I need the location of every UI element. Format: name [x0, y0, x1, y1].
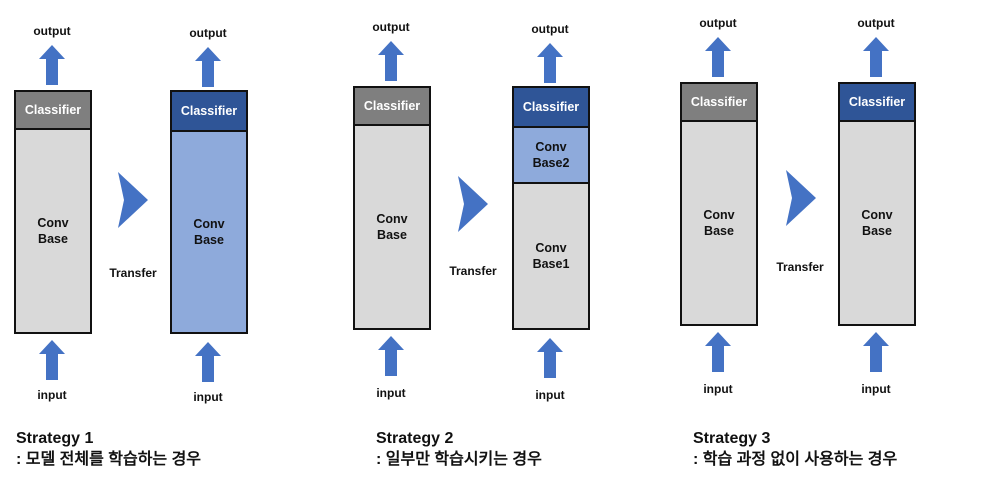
target-model: Classifier Conv Base	[170, 90, 248, 334]
input-label: input	[703, 382, 733, 396]
conv-base-block: Conv Base	[355, 126, 429, 328]
conv-base-block: Conv Base	[172, 132, 246, 332]
up-arrow-icon	[378, 336, 404, 376]
strategy-2-caption: Strategy 2 : 일부만 학습시키는 경우	[376, 428, 542, 470]
transfer-label: Transfer	[776, 260, 824, 274]
input-label: input	[37, 388, 67, 402]
output-label: output	[189, 26, 227, 40]
up-arrow-icon	[863, 37, 889, 77]
classifier-block: Classifier	[355, 88, 429, 126]
conv-base-block: Conv Base	[682, 122, 756, 324]
output-label: output	[699, 16, 737, 30]
strategy-1-caption: Strategy 1 : 모델 전체를 학습하는 경우	[16, 428, 201, 470]
classifier-block: Classifier	[682, 84, 756, 122]
input-label: input	[535, 388, 565, 402]
target-model: Classifier Conv Base2 Conv Base1	[512, 86, 590, 330]
strategy-title: Strategy 1	[16, 430, 94, 447]
classifier-block: Classifier	[514, 88, 588, 128]
strategy-description: : 학습 과정 없이 사용하는 경우	[693, 451, 898, 468]
conv-base2-block: Conv Base2	[514, 128, 588, 184]
output-label: output	[372, 20, 410, 34]
target-model: Classifier Conv Base	[838, 82, 916, 326]
strategy-title: Strategy 2	[376, 430, 454, 447]
classifier-block: Classifier	[840, 84, 914, 122]
input-label: input	[376, 386, 406, 400]
conv-base-block: Conv Base	[840, 122, 914, 324]
classifier-block: Classifier	[172, 92, 246, 132]
conv-base-block: Conv Base	[16, 130, 90, 332]
output-label: output	[33, 24, 71, 38]
strategy-title: Strategy 3	[693, 430, 771, 447]
strategy-3-caption: Strategy 3 : 학습 과정 없이 사용하는 경우	[693, 428, 897, 470]
transfer-arrow-icon	[786, 170, 816, 226]
transfer-label: Transfer	[109, 266, 157, 280]
source-model: Classifier Conv Base	[14, 90, 92, 334]
input-label: input	[861, 382, 891, 396]
strategy-description: : 일부만 학습시키는 경우	[376, 451, 542, 468]
transfer-arrow-icon	[458, 176, 488, 232]
input-label: input	[193, 390, 223, 404]
transfer-arrow-icon	[118, 172, 148, 228]
up-arrow-icon	[705, 37, 731, 77]
up-arrow-icon	[705, 332, 731, 372]
up-arrow-icon	[863, 332, 889, 372]
up-arrow-icon	[537, 43, 563, 83]
source-model: Classifier Conv Base	[353, 86, 431, 330]
up-arrow-icon	[378, 41, 404, 81]
up-arrow-icon	[195, 47, 221, 87]
up-arrow-icon	[195, 342, 221, 382]
output-label: output	[857, 16, 895, 30]
output-label: output	[531, 22, 569, 36]
classifier-block: Classifier	[16, 92, 90, 130]
transfer-label: Transfer	[449, 264, 497, 278]
strategy-description: : 모델 전체를 학습하는 경우	[16, 451, 202, 468]
conv-base1-block: Conv Base1	[514, 184, 588, 328]
source-model: Classifier Conv Base	[680, 82, 758, 326]
up-arrow-icon	[537, 338, 563, 378]
up-arrow-icon	[39, 340, 65, 380]
up-arrow-icon	[39, 45, 65, 85]
